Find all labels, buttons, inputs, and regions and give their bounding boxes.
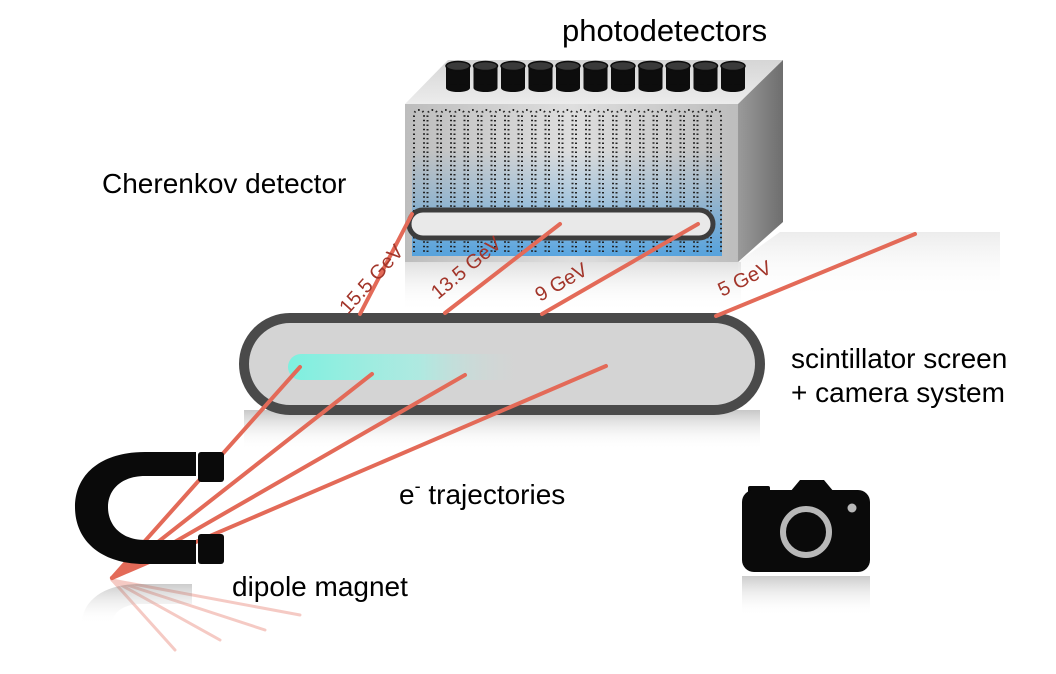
photodetector	[445, 60, 471, 92]
light-guide	[548, 108, 560, 252]
camera-system-label: + camera system	[791, 377, 1005, 408]
light-guide	[615, 108, 628, 252]
energy-label-15-5: 15.5 GeV	[335, 240, 408, 318]
photodetector	[582, 60, 609, 92]
trajectories-label-sup: -	[415, 476, 421, 496]
photodetector-array	[445, 60, 746, 92]
light-guide	[507, 108, 520, 252]
light-guide	[426, 108, 439, 252]
photodetector	[637, 60, 664, 92]
camera-reflection	[742, 576, 870, 616]
light-guide	[656, 108, 668, 252]
scintillator-screen	[239, 313, 765, 450]
detector-side-reflection	[738, 232, 1000, 300]
light-guide	[629, 108, 641, 252]
light-guide	[453, 108, 466, 252]
light-guide	[683, 108, 695, 252]
screen-reflection	[244, 410, 760, 450]
light-guide	[575, 108, 587, 252]
light-guide	[602, 108, 614, 252]
photodetector	[555, 60, 581, 92]
trajectory-upper	[540, 222, 700, 316]
light-guide	[467, 108, 479, 252]
light-guide	[521, 108, 533, 252]
trajectory-upper	[714, 232, 917, 318]
trajectory-upper	[443, 222, 562, 315]
detector-reflection	[405, 262, 741, 312]
camera-flash	[847, 503, 857, 513]
trajectories-label-e: e	[399, 479, 415, 510]
photodetector	[500, 60, 526, 92]
light-guides	[413, 108, 722, 252]
magnet-body	[75, 452, 196, 564]
light-guide	[561, 108, 574, 252]
scintillator-screen-label: scintillator screen	[791, 343, 1007, 374]
light-guide	[696, 108, 709, 252]
magnet-pole-top	[198, 452, 224, 482]
photodetectors-label: photodetectors	[562, 13, 767, 48]
magnet-pole-bottom	[198, 534, 224, 564]
cherenkov-detector-label: Cherenkov detector	[102, 168, 346, 199]
light-guide	[669, 108, 682, 252]
trajectories-label-text: trajectories	[421, 479, 566, 510]
photodetector	[472, 60, 499, 92]
camera-lens	[780, 506, 832, 558]
light-guide	[534, 108, 547, 252]
photodetector	[610, 60, 636, 92]
magnet-reflection	[82, 584, 192, 624]
trajectory-upper	[358, 212, 414, 316]
light-guide	[480, 108, 493, 252]
horseshoe-magnet-icon	[75, 452, 224, 624]
camera-icon	[742, 480, 870, 616]
photodetector	[665, 60, 691, 92]
photodetector	[527, 60, 554, 92]
light-guide	[440, 108, 452, 252]
photodetector	[720, 60, 746, 92]
light-guide	[494, 108, 506, 252]
photodetector	[692, 60, 719, 92]
detector-side-face	[738, 60, 783, 262]
light-guide	[710, 108, 722, 252]
light-guide	[413, 108, 425, 252]
light-guide	[588, 108, 601, 252]
camera-viewfinder	[790, 480, 834, 492]
dipole-magnet-label: dipole magnet	[232, 571, 408, 602]
trajectories-label: e- trajectories	[399, 476, 565, 510]
camera-body	[742, 490, 870, 572]
light-guide	[642, 108, 655, 252]
scintillation-glow	[288, 354, 528, 380]
